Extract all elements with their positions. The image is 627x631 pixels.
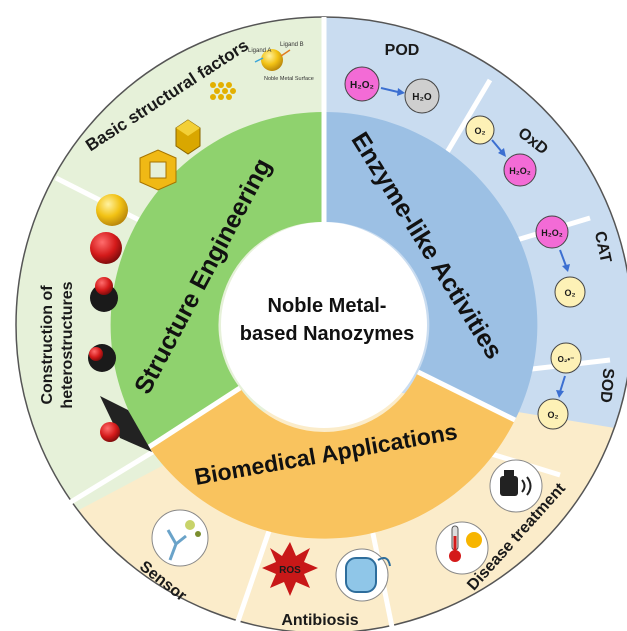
gold-octahedron-icon	[175, 119, 201, 155]
bio-ring	[149, 372, 515, 539]
hetero-label-line1: Construction of	[39, 285, 56, 405]
svg-text:Ligand A: Ligand A	[248, 48, 271, 54]
superoxide-circle	[550, 342, 582, 374]
o2-circle-sod	[537, 398, 569, 430]
structure-ring	[110, 111, 324, 447]
center-title-line2: based Nanozymes	[240, 323, 415, 345]
svg-text:ROS: ROS	[279, 565, 301, 576]
cat-reaction: H₂O₂ O₂	[535, 215, 586, 308]
antibiosis-label: Antibiosis	[281, 612, 358, 629]
svg-text:Noble Metal Surface: Noble Metal Surface	[264, 76, 314, 82]
sod-label: SOD	[597, 367, 617, 403]
rod-heterostructure-icon	[100, 396, 152, 452]
center-circle	[221, 222, 427, 428]
red-sphere-icon	[90, 232, 122, 264]
svg-text:H₂O₂: H₂O₂	[509, 166, 531, 176]
hetero-label-line2: heterostructures	[59, 281, 76, 408]
bacteria-icon	[335, 548, 391, 602]
center-title-line1: Noble Metal-	[268, 295, 387, 317]
h2o2-circle-oxd	[503, 153, 537, 187]
svg-text:H₂O₂: H₂O₂	[541, 228, 563, 238]
svg-text:H₂O₂: H₂O₂	[350, 80, 374, 91]
svg-text:O₂: O₂	[548, 410, 559, 420]
sensor-icon	[151, 509, 209, 567]
thermometer-sun-icon	[435, 521, 489, 575]
basic-factors-icons: Ligand A Ligand B Noble Metal Surface	[96, 42, 314, 226]
heterostructure-icons	[88, 232, 152, 452]
svg-text:Ligand B: Ligand B	[280, 42, 304, 48]
red-black-dimer-icon	[90, 277, 118, 312]
ring-separators	[147, 112, 517, 450]
svg-text:O₂: O₂	[565, 288, 576, 298]
ros-icon: ROS	[262, 542, 318, 596]
enzyme-ring	[324, 111, 538, 420]
gold-sphere-icon	[96, 194, 128, 226]
oxd-reaction: O₂ H₂O₂	[465, 115, 537, 187]
h2o2-circle-cat	[535, 215, 569, 249]
sod-reaction: O₂•⁻ O₂	[537, 342, 582, 430]
h2o-circle	[404, 78, 440, 114]
ligand-surface-icon: Ligand A Ligand B Noble Metal Surface	[248, 42, 314, 82]
cat-label: CAT	[591, 230, 614, 265]
o2-circle	[465, 115, 495, 145]
svg-text:H₂O: H₂O	[412, 92, 432, 103]
core-shell-icon	[88, 344, 116, 372]
svg-text:O₂•⁻: O₂•⁻	[558, 355, 575, 364]
lattice-composition-icon	[210, 82, 236, 100]
ultrasound-device-icon	[489, 459, 543, 513]
o2-circle-cat	[554, 276, 586, 308]
svg-text:O₂: O₂	[475, 126, 486, 136]
pod-reaction: H₂O₂ H₂O	[344, 66, 440, 114]
h2o2-circle	[344, 66, 380, 102]
pod-label: POD	[385, 42, 420, 59]
gold-cube-frame-icon	[139, 149, 177, 191]
